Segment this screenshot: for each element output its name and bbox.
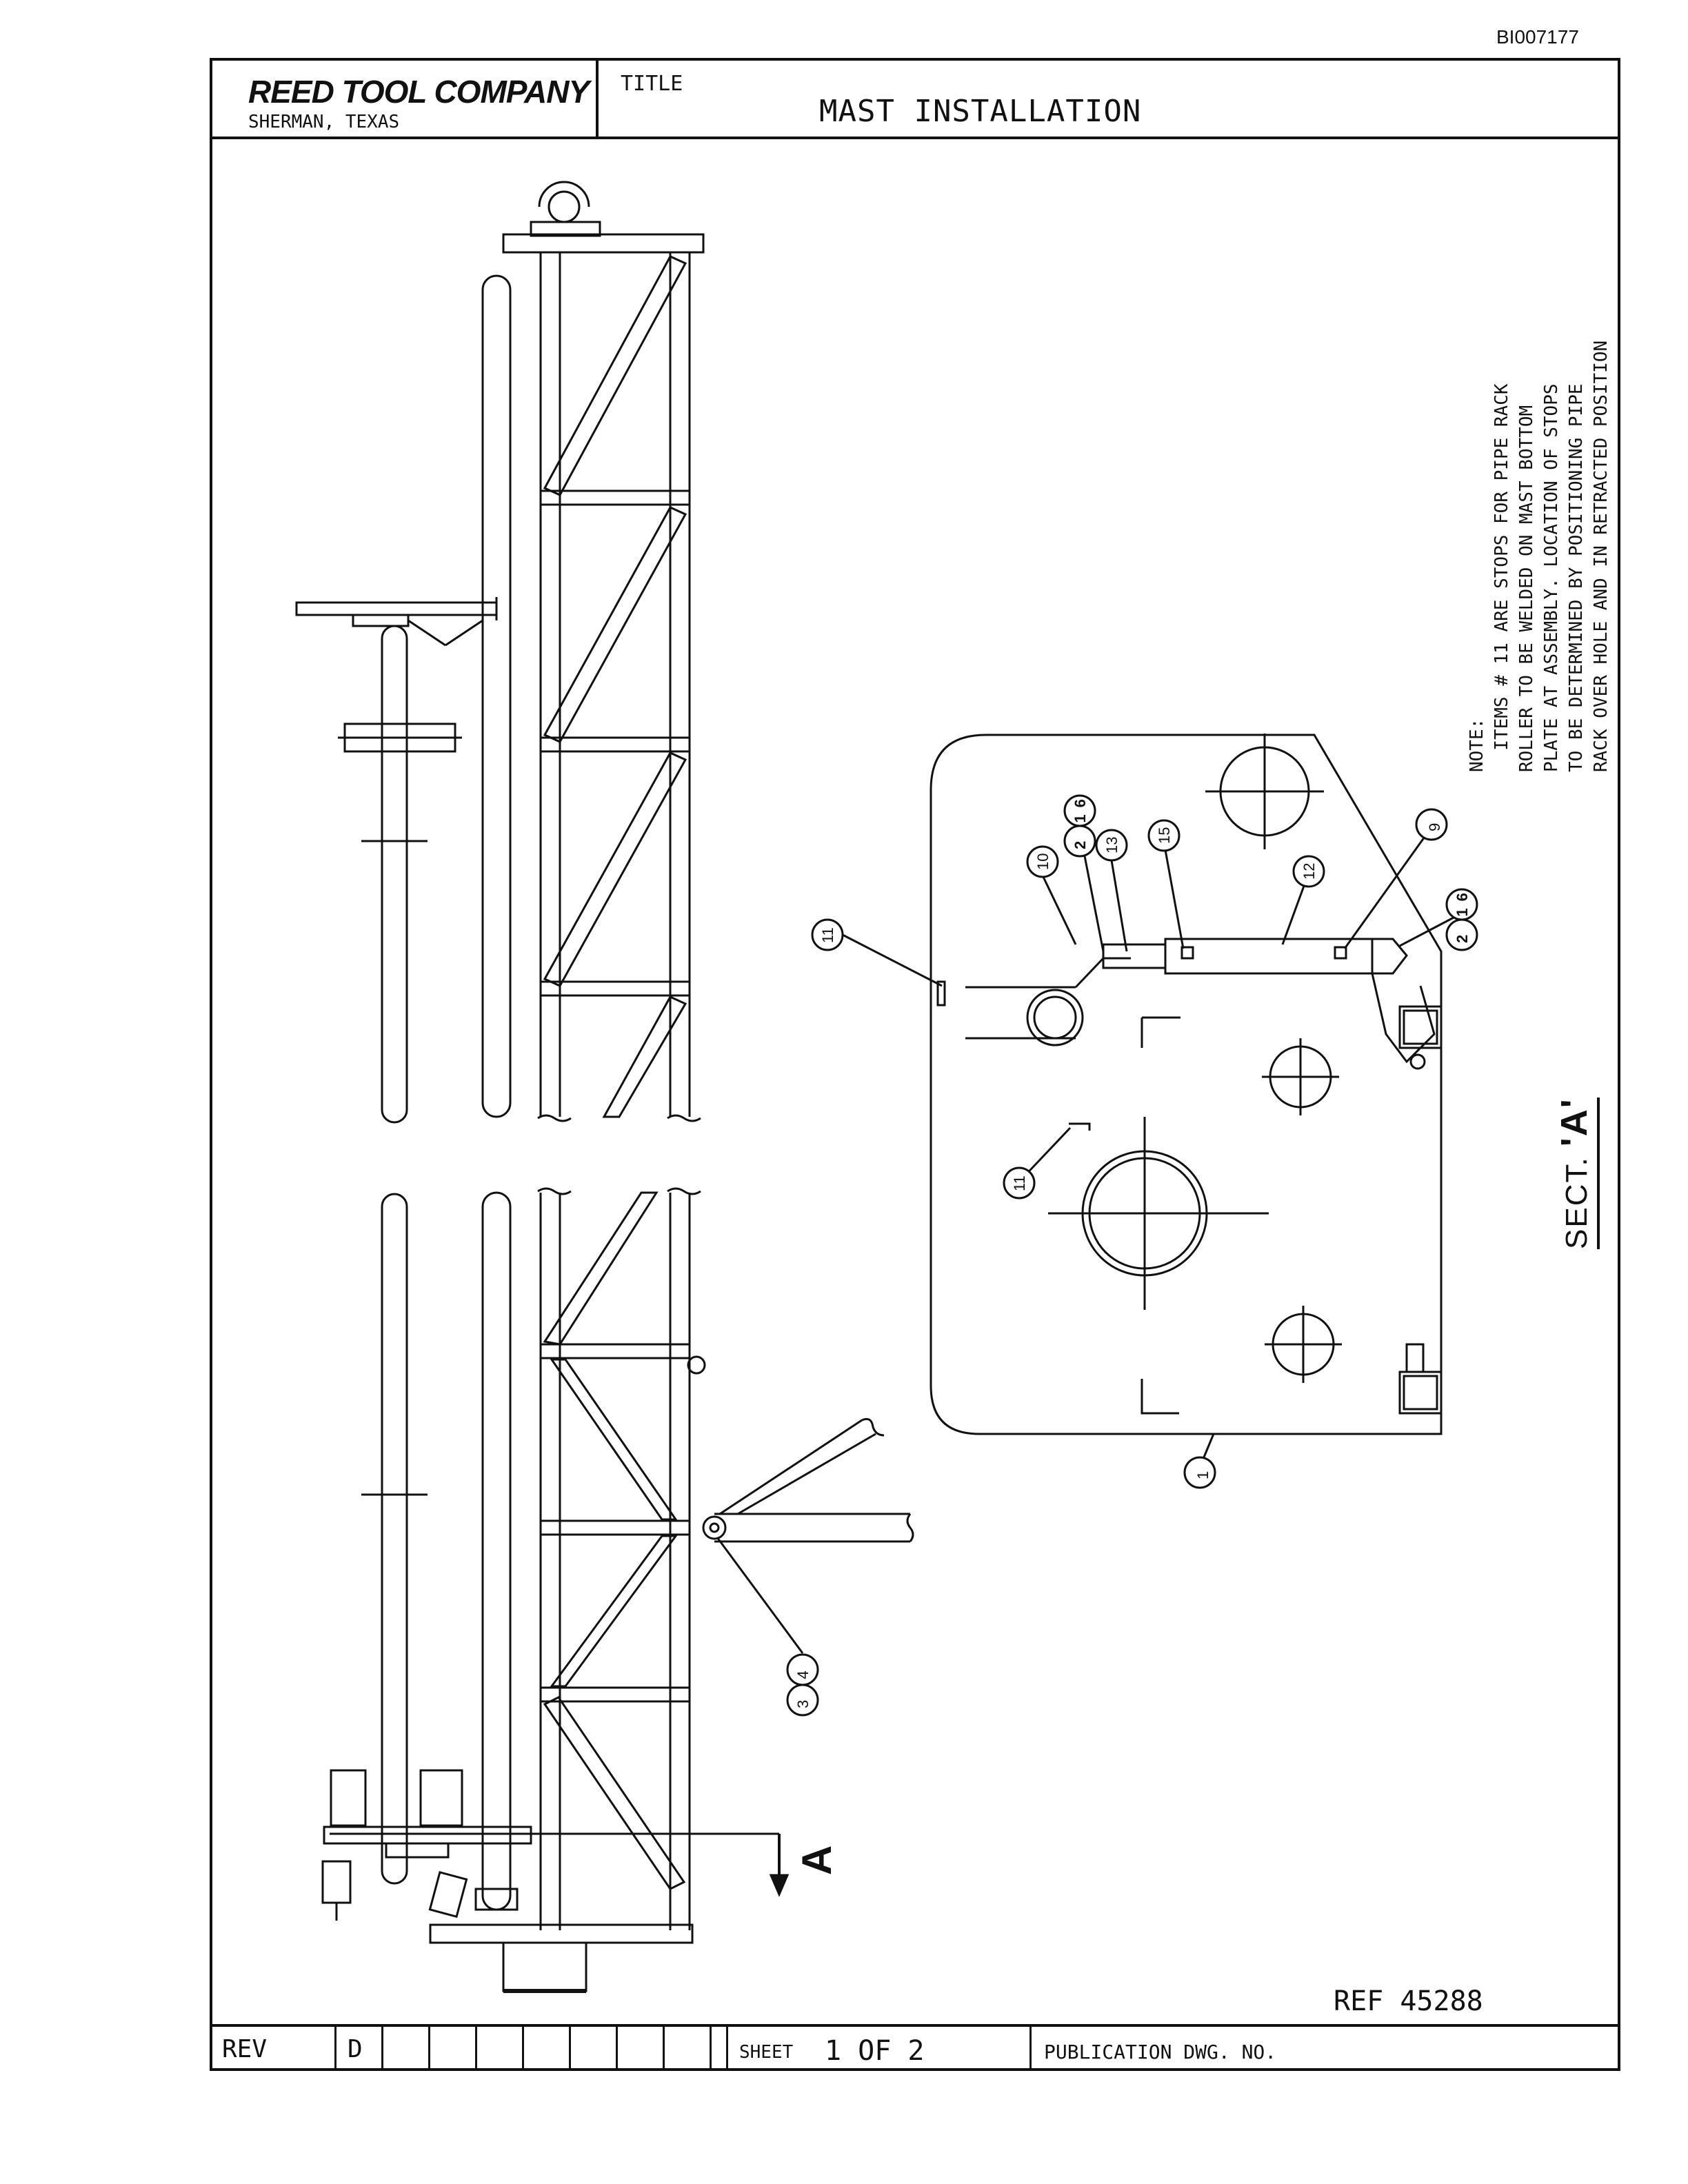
note-line: ITEMS # 11 ARE STOPS FOR PIPE RACK xyxy=(1491,383,1512,772)
reference-number: REF 45288 xyxy=(1334,1985,1483,2017)
note-line: RACK OVER HOLE AND IN RETRACTED POSITION xyxy=(1591,340,1611,772)
sheet-cell xyxy=(728,2027,1032,2071)
company-cell: REED TOOL COMPANY SHERMAN, TEXAS xyxy=(210,58,599,136)
callout-2-16-b: 2 16 xyxy=(1454,886,1471,943)
bottom-plate-outline xyxy=(930,734,1443,1435)
publication-label: PUBLICATION DWG. NO. xyxy=(1044,2041,1277,2063)
callout-11-b: 11 xyxy=(1011,1175,1028,1191)
note-line: TO BE DETERMINED BY POSITIONING PIPE xyxy=(1566,383,1587,772)
rev-label-cell xyxy=(210,2027,336,2071)
callout-12: 12 xyxy=(1300,862,1318,880)
rev-value: D xyxy=(348,2035,363,2063)
section-letter: 'A' xyxy=(1554,1098,1595,1147)
callout-9: 9 xyxy=(1426,822,1443,831)
note-line: PLATE AT ASSEMBLY. LOCATION OF STOPS xyxy=(1541,383,1562,772)
callout-2-16-a: 2 16 xyxy=(1072,792,1089,849)
revision-block: REV D SHEET 1 OF 2 PUBLICATION DWG. NO. xyxy=(210,2024,1620,2071)
sheet-label: SHEET xyxy=(739,2042,794,2063)
note-line: NOTE: xyxy=(1467,718,1487,772)
note-line: ROLLER TO BE WELDED ON MAST BOTTOM xyxy=(1516,405,1537,772)
section-label: SECT. 'A' xyxy=(1553,1098,1600,1249)
rev-cell xyxy=(477,2027,524,2071)
callout-10: 10 xyxy=(1034,853,1052,870)
pivot-pin-icon xyxy=(702,1515,727,1540)
drawing-frame xyxy=(210,58,1620,2071)
callout-13: 13 xyxy=(1103,836,1121,853)
rev-value-cell xyxy=(336,2027,383,2071)
rev-cell xyxy=(383,2027,430,2071)
callout-1: 1 xyxy=(1194,1470,1212,1479)
sheet-value: 1 OF 2 xyxy=(825,2035,925,2067)
title-label: TITLE xyxy=(621,72,683,96)
company-city: SHERMAN, TEXAS xyxy=(248,112,400,132)
callout-15: 15 xyxy=(1156,827,1173,844)
rev-cell xyxy=(712,2027,728,2071)
section-arrow-label: A xyxy=(794,1845,840,1875)
callout-11-a: 11 xyxy=(819,927,836,943)
rev-cell xyxy=(665,2027,712,2071)
rev-label: REV xyxy=(222,2035,268,2063)
title-block: REED TOOL COMPANY SHERMAN, TEXAS TITLE M… xyxy=(210,58,1620,139)
section-label-text: SECT. xyxy=(1560,1156,1594,1249)
rev-cell xyxy=(618,2027,665,2071)
callout-3-4: 3 4 xyxy=(794,1662,812,1708)
top-pulley-icon xyxy=(547,190,581,223)
rev-cell xyxy=(524,2027,571,2071)
drawing-note: NOTE: ITEMS # 11 ARE STOPS FOR PIPE RACK… xyxy=(1465,341,1614,772)
document-id: BI007177 xyxy=(1496,26,1579,48)
rev-cell xyxy=(571,2027,618,2071)
rev-cell xyxy=(430,2027,477,2071)
drawing-title: MAST INSTALLATION xyxy=(819,94,1142,129)
company-name: REED TOOL COMPANY xyxy=(248,74,590,110)
